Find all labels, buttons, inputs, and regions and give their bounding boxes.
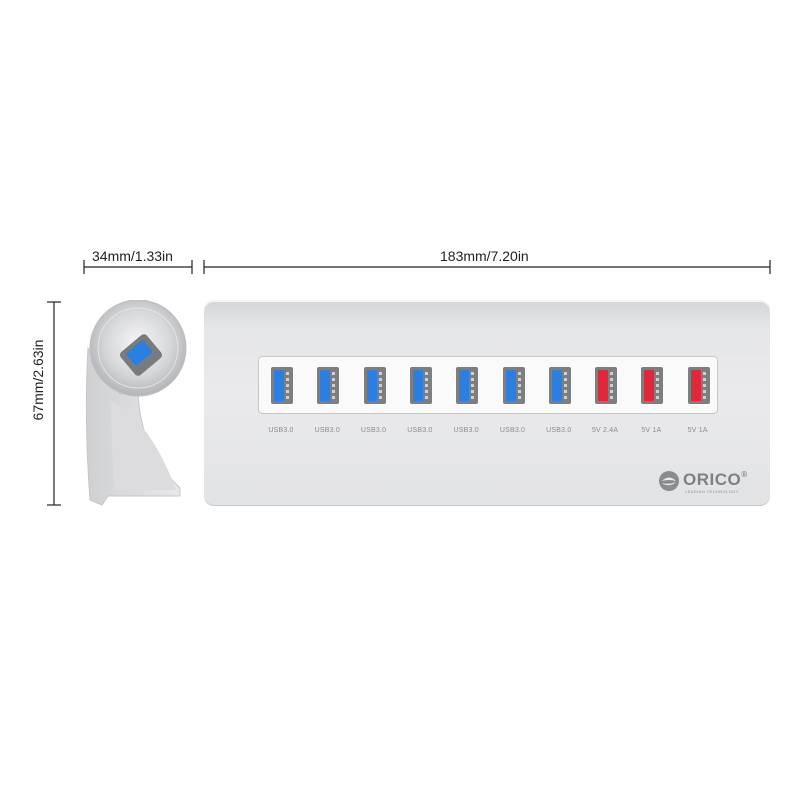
usb-port[interactable] [548, 367, 571, 404]
port-tongue [505, 370, 516, 401]
port-tongue [598, 370, 609, 401]
port-tongue [459, 370, 470, 401]
port-pins [563, 372, 567, 399]
port-tongue [320, 370, 331, 401]
trademark-symbol: ® [741, 470, 748, 479]
port-tongue [366, 370, 377, 401]
port-tongue [412, 370, 423, 401]
usb-port[interactable] [409, 367, 432, 404]
port-pins [424, 372, 428, 399]
port-label: 5V 1A [641, 427, 662, 434]
port-label: USB3.0 [268, 427, 294, 434]
usb-port[interactable] [641, 367, 664, 404]
port-pins [286, 372, 289, 399]
brand-name: ORICO® [683, 470, 748, 489]
port-label: 5V 1A [687, 427, 708, 434]
port-tongue [644, 370, 655, 401]
brand-tagline: LEADING TECHNOLOGY [685, 489, 739, 494]
port-pins [378, 372, 382, 399]
port-tongue [274, 370, 284, 401]
orico-logo-icon [659, 471, 679, 491]
port-label: 5V 2.4A [591, 427, 619, 434]
usb-port[interactable] [456, 367, 479, 404]
port-pins [332, 372, 336, 399]
usb-port[interactable] [317, 367, 340, 404]
port-pins [471, 372, 475, 399]
port-pins [610, 372, 614, 399]
port-panel [258, 356, 718, 414]
width-dimension-label: 183mm/7.20in [440, 248, 529, 264]
port-pins [517, 372, 521, 399]
usb-port[interactable] [687, 367, 710, 404]
port-pins [702, 372, 706, 399]
usb-port[interactable] [271, 367, 293, 404]
port-tongue [551, 370, 562, 401]
port-label: USB3.0 [407, 427, 433, 434]
port-label: USB3.0 [546, 427, 572, 434]
height-dimension-label: 67mm/2.63in [30, 339, 46, 421]
hub-side-profile [85, 300, 187, 506]
port-tongue [690, 370, 701, 401]
depth-dimension-label: 34mm/1.33in [92, 248, 173, 264]
usb-port[interactable] [502, 367, 525, 404]
usb-port[interactable] [363, 367, 386, 404]
usb-hub-front: USB3.0 USB3.0 USB3.0 USB3.0 USB3.0 USB3.0 USB3… [204, 300, 770, 506]
usb-port[interactable] [595, 367, 618, 404]
port-label: USB3.0 [360, 427, 387, 434]
brand-logo: ORICO® LEADING TECHNOLOGY [658, 468, 758, 494]
port-label: USB3.0 [314, 427, 340, 434]
port-pins [656, 372, 660, 399]
port-label: USB3.0 [499, 427, 526, 434]
port-label: USB3.0 [453, 427, 479, 434]
